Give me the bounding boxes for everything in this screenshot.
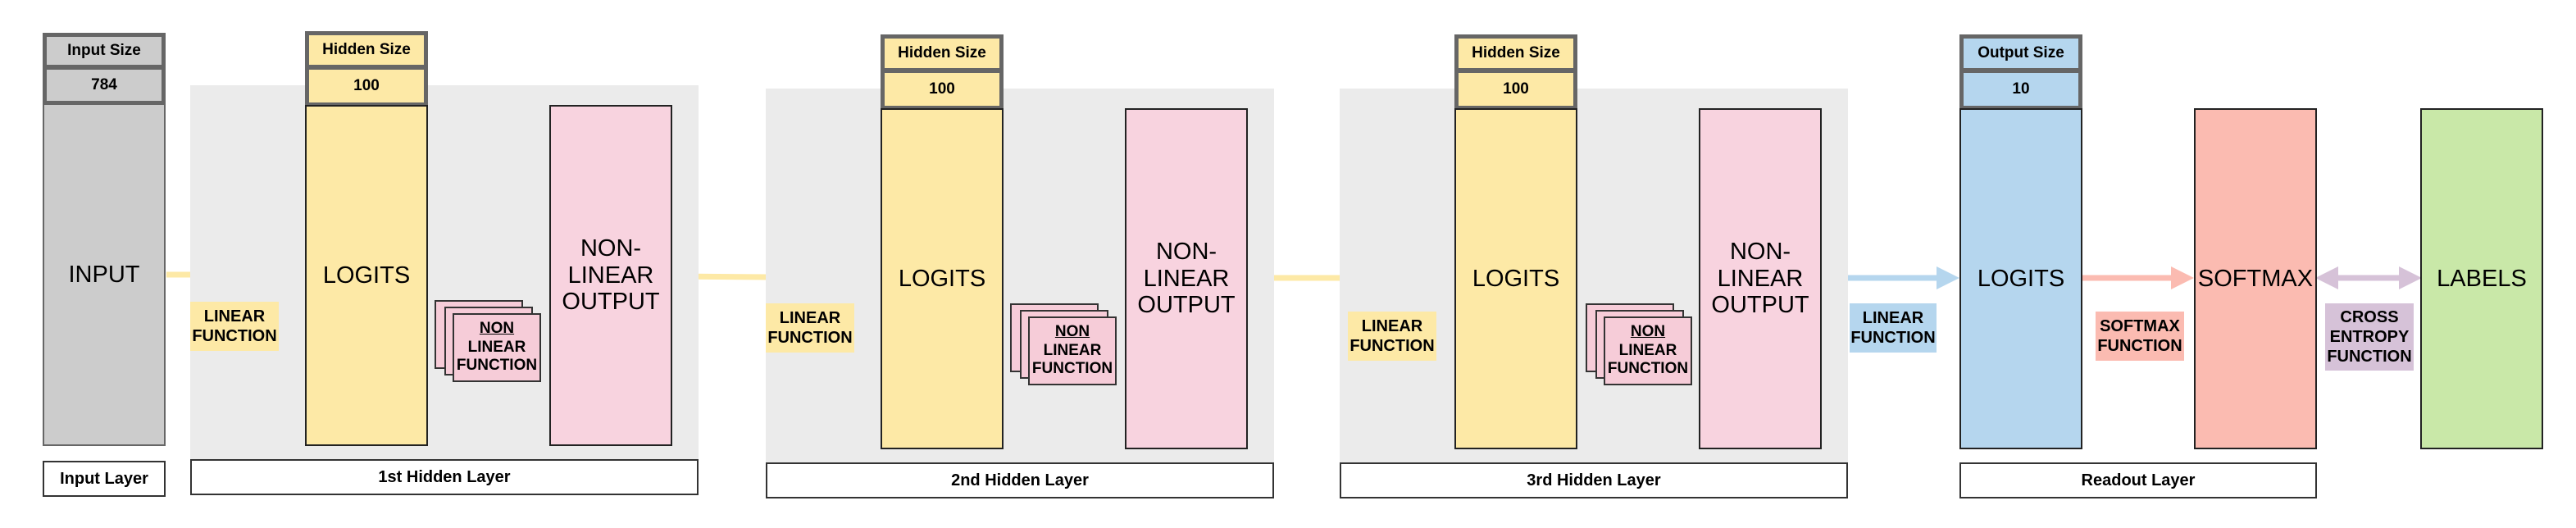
hidden2-size-value: 100 xyxy=(881,69,1004,110)
hidden3-size-header: Hidden Size xyxy=(1454,34,1577,72)
hidden3-logits-block: LOGITS xyxy=(1454,108,1577,449)
readout-size-header: Output Size xyxy=(1959,34,2082,72)
cross-entropy-function-label: CROSS ENTROPY FUNCTION xyxy=(2325,303,2414,371)
hidden1-nonlinear-fn-non: NON xyxy=(479,319,515,337)
input-layer-label: Input Layer xyxy=(43,461,166,497)
labels-block: LABELS xyxy=(2420,108,2543,449)
readout-logits-block: LOGITS xyxy=(1959,108,2082,449)
hidden1-linear-function-label: LINEAR FUNCTION xyxy=(190,302,279,351)
hidden3-linear-function-label: LINEAR FUNCTION xyxy=(1348,312,1436,361)
input-size-header: Input Size xyxy=(43,33,166,69)
input-block: INPUT xyxy=(43,103,166,446)
hidden1-size-value: 100 xyxy=(305,66,428,107)
hidden2-nonlinear-output-block: NON- LINEAR OUTPUT xyxy=(1125,108,1248,449)
hidden2-nonlinear-fn-rest: LINEAR FUNCTION xyxy=(1031,341,1113,378)
softmax-function-label: SOFTMAX FUNCTION xyxy=(2096,312,2184,361)
hidden1-nonlinear-output-block: NON- LINEAR OUTPUT xyxy=(549,105,672,446)
input-size-value: 784 xyxy=(43,66,166,105)
hidden3-nonlinear-fn-rest: LINEAR FUNCTION xyxy=(1607,341,1689,378)
readout-layer-label: Readout Layer xyxy=(1959,462,2317,498)
readout-size-value: 10 xyxy=(1959,69,2082,110)
hidden3-nonlinear-fn-non: NON xyxy=(1630,322,1666,340)
readout-linear-function-label: LINEAR FUNCTION xyxy=(1850,303,1937,353)
hidden2-linear-function-label: LINEAR FUNCTION xyxy=(766,303,854,353)
hidden1-size-header: Hidden Size xyxy=(305,31,428,69)
hidden1-layer-label: 1st Hidden Layer xyxy=(190,459,699,495)
hidden2-layer-label: 2nd Hidden Layer xyxy=(766,462,1274,498)
hidden2-logits-block: LOGITS xyxy=(881,108,1004,449)
hidden2-size-header: Hidden Size xyxy=(881,34,1004,72)
hidden1-nonlinear-fn-rest: LINEAR FUNCTION xyxy=(456,338,538,375)
hidden3-nonlinear-output-block: NON- LINEAR OUTPUT xyxy=(1699,108,1822,449)
hidden3-layer-label: 3rd Hidden Layer xyxy=(1340,462,1848,498)
hidden3-size-value: 100 xyxy=(1454,69,1577,110)
hidden2-nonlinear-fn-non: NON xyxy=(1054,322,1090,340)
softmax-block: SOFTMAX xyxy=(2194,108,2317,449)
hidden1-logits-block: LOGITS xyxy=(305,105,428,446)
